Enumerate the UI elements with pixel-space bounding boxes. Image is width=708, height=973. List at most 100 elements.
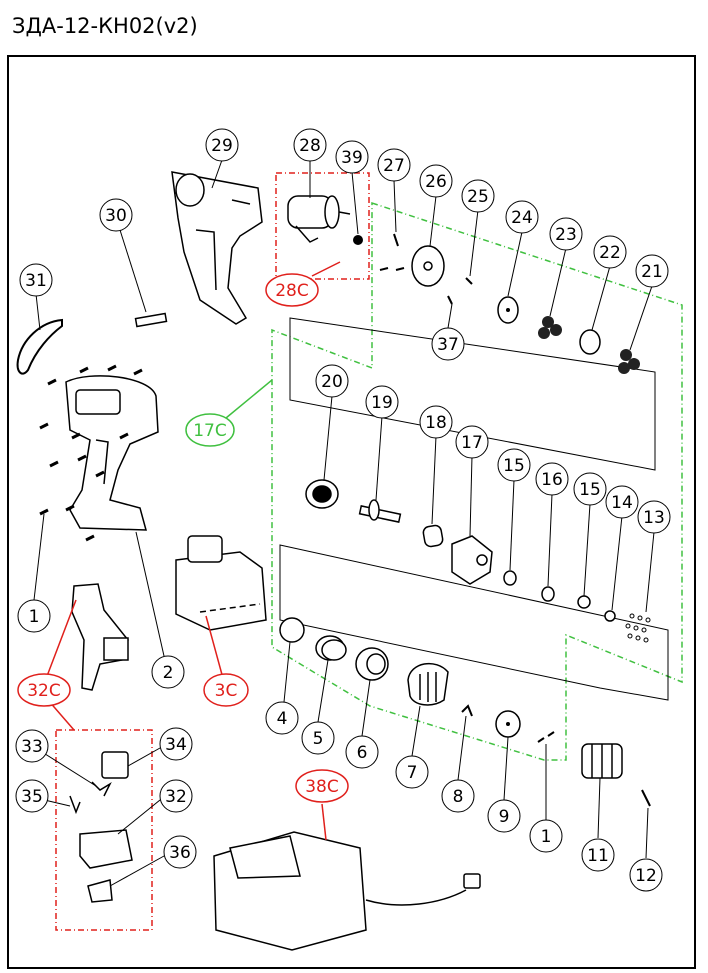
callout-4: 4	[265, 701, 299, 735]
pin-25	[465, 277, 473, 285]
callout-30: 30	[99, 198, 133, 232]
o-ring-16	[541, 586, 555, 602]
part-callouts: 29 28 39 27 26 25 24 23 22 21 30 31 37 2…	[15, 128, 671, 892]
battery-3c	[175, 535, 267, 631]
svg-text:35: 35	[21, 787, 43, 807]
housing-half-29	[171, 171, 263, 325]
svg-text:33: 33	[21, 737, 43, 757]
page-title: ЗДА-12-КН02(v2)	[12, 14, 198, 38]
group-callouts: 28C 17C 32C 3C 38C	[17, 273, 349, 803]
switch-32c	[71, 583, 129, 691]
motor-plate-26	[411, 245, 445, 287]
washer-24-hole	[506, 308, 510, 312]
callout-1a: 1	[17, 599, 51, 633]
housing-half-2	[65, 375, 159, 531]
callout-37: 37	[431, 327, 465, 361]
callout-38c: 38C	[295, 769, 349, 803]
callout-17: 17	[455, 425, 489, 459]
o-ring-15a	[503, 570, 517, 586]
svg-text:36: 36	[169, 843, 191, 863]
svg-text:38C: 38C	[305, 777, 339, 797]
svg-text:7: 7	[407, 763, 418, 783]
pin-37	[447, 295, 453, 305]
svg-text:19: 19	[371, 393, 393, 413]
torque-collar-7	[407, 662, 449, 706]
svg-text:29: 29	[211, 136, 233, 156]
screws-27	[379, 233, 405, 271]
chuck-11	[581, 743, 623, 779]
callout-19: 19	[365, 385, 399, 419]
planet-gears-23	[538, 316, 562, 339]
callout-9: 9	[487, 799, 521, 833]
gearbox-housing-17	[451, 535, 493, 585]
svg-text:21: 21	[641, 262, 663, 282]
callout-3c: 3C	[203, 673, 249, 707]
planet-gears-21	[618, 349, 640, 374]
callout-13: 13	[637, 500, 671, 534]
group-28c-boundary	[275, 172, 370, 280]
svg-text:4: 4	[277, 709, 288, 729]
screw-12	[641, 789, 651, 807]
svg-text:13: 13	[643, 508, 665, 528]
steel-balls-13	[625, 613, 651, 643]
callout-16: 16	[535, 462, 569, 496]
outer-frame	[7, 55, 696, 969]
svg-text:30: 30	[105, 206, 127, 226]
spindle-19	[358, 499, 402, 523]
svg-text:32: 32	[165, 787, 187, 807]
callout-12: 12	[629, 858, 663, 892]
callout-17c: 17C	[185, 413, 235, 447]
svg-text:23: 23	[555, 225, 577, 245]
svg-text:11: 11	[587, 846, 609, 866]
gearbox-outline-upper	[289, 317, 656, 471]
strap-31	[16, 318, 63, 375]
ring-gear-20	[305, 479, 339, 509]
callout-32c: 32C	[17, 673, 71, 707]
svg-text:5: 5	[313, 729, 324, 749]
switch-parts-group	[69, 751, 133, 903]
callout-20: 20	[315, 364, 349, 398]
svg-text:15: 15	[503, 456, 525, 476]
svg-text:2: 2	[163, 663, 174, 683]
callout-28c: 28C	[265, 273, 319, 307]
svg-text:22: 22	[599, 243, 621, 263]
callout-36: 36	[163, 835, 197, 869]
motor-28	[287, 195, 351, 243]
callout-29: 29	[205, 128, 239, 162]
spring-5	[315, 635, 347, 661]
svg-text:18: 18	[425, 413, 447, 433]
washer-4	[279, 617, 305, 643]
callout-11: 11	[581, 838, 615, 872]
callout-6: 6	[345, 735, 379, 769]
callout-15a: 15	[497, 448, 531, 482]
callout-25: 25	[461, 179, 495, 213]
o-ring-15b	[577, 595, 591, 609]
svg-text:16: 16	[541, 470, 563, 490]
svg-text:3C: 3C	[215, 681, 238, 701]
svg-text:1: 1	[29, 607, 40, 627]
svg-text:1: 1	[541, 827, 552, 847]
svg-text:9: 9	[499, 807, 510, 827]
o-ring-14	[604, 610, 616, 622]
gearbox-outline-lower	[279, 544, 669, 701]
svg-text:27: 27	[383, 156, 405, 176]
callout-22: 22	[593, 235, 627, 269]
clip-30	[134, 312, 168, 328]
callout-23: 23	[549, 217, 583, 251]
callout-24: 24	[505, 200, 539, 234]
callout-35: 35	[15, 779, 49, 813]
callout-14: 14	[605, 485, 639, 519]
leader-lines	[33, 159, 655, 887]
screws-1b	[537, 731, 555, 743]
svg-text:20: 20	[321, 372, 343, 392]
svg-text:28: 28	[299, 136, 321, 156]
svg-text:32C: 32C	[27, 681, 61, 701]
carrier-22	[579, 329, 601, 355]
svg-text:14: 14	[611, 493, 633, 513]
svg-text:8: 8	[453, 787, 464, 807]
callout-1b: 1	[529, 819, 563, 853]
callout-39: 39	[335, 140, 369, 174]
green-leader-17c	[225, 379, 273, 419]
callout-18: 18	[419, 405, 453, 439]
callout-31: 31	[19, 263, 53, 297]
